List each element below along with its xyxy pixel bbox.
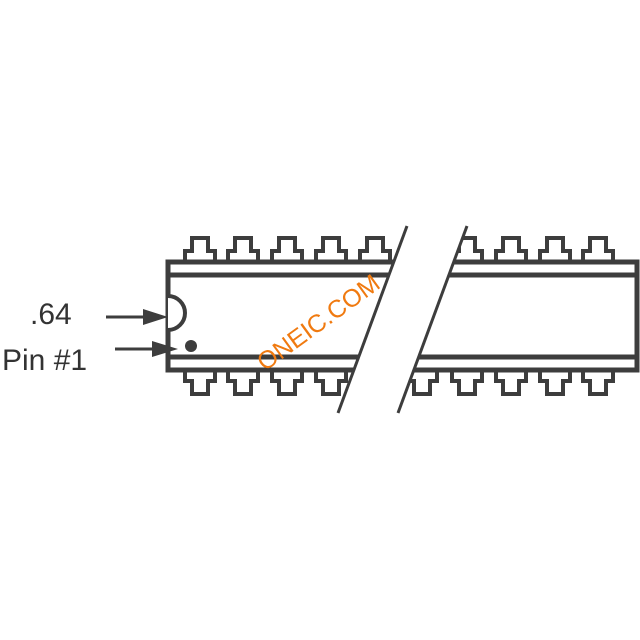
bottom-pin bbox=[183, 370, 217, 396]
pin1-arrow bbox=[115, 341, 178, 357]
bottom-pin bbox=[314, 370, 348, 396]
pin1-dot bbox=[185, 340, 197, 352]
top-pin bbox=[581, 236, 615, 262]
bottom-pin bbox=[226, 370, 260, 396]
break-gap bbox=[338, 224, 467, 415]
notch-dimension-label: .64 bbox=[30, 298, 72, 331]
pin1-label: Pin #1 bbox=[2, 344, 87, 377]
top-pin bbox=[226, 236, 260, 262]
bottom-pin bbox=[450, 370, 484, 396]
top-pin bbox=[358, 236, 392, 262]
bottom-pin bbox=[581, 370, 615, 396]
bottom-pin bbox=[494, 370, 528, 396]
top-pin bbox=[494, 236, 528, 262]
top-pin bbox=[538, 236, 572, 262]
bottom-pin bbox=[538, 370, 572, 396]
top-pin bbox=[183, 236, 217, 262]
break-line-right bbox=[396, 225, 469, 414]
top-pin bbox=[314, 236, 348, 262]
pin1-notch bbox=[167, 294, 187, 332]
top-pin bbox=[270, 236, 304, 262]
bottom-pin bbox=[270, 370, 304, 396]
break-line-left bbox=[336, 225, 409, 414]
notch-arrow bbox=[106, 309, 168, 325]
